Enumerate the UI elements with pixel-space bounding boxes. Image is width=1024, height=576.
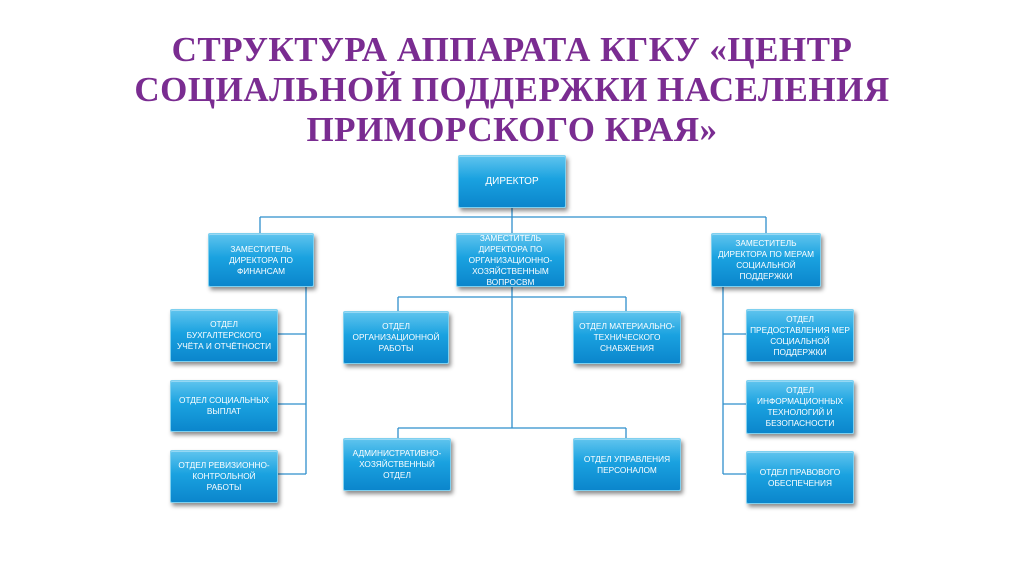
dept-legal-box: ОТДЕЛ ПРАВОВОГО ОБЕСПЕЧЕНИЯ: [746, 451, 854, 504]
deputy-social-box: ЗАМЕСТИТЕЛЬ ДИРЕКТОРА ПО МЕРАМ СОЦИАЛЬНО…: [711, 233, 821, 287]
dept-audit-box: ОТДЕЛ РЕВИЗИОННО-КОНТРОЛЬНОЙ РАБОТЫ: [170, 450, 278, 503]
title-line-2: СОЦИАЛЬНОЙ ПОДДЕРЖКИ НАСЕЛЕНИЯ: [134, 70, 890, 109]
page-title: СТРУКТУРА АППАРАТА КГКУ «ЦЕНТР СОЦИАЛЬНО…: [0, 30, 1024, 150]
director-box: ДИРЕКТОР: [458, 155, 566, 208]
title-line-3: ПРИМОРСКОГО КРАЯ»: [306, 110, 718, 149]
dept-admin-household-box: АДМИНИСТРАТИВНО-ХОЗЯЙСТВЕННЫЙ ОТДЕЛ: [343, 438, 451, 491]
deputy-finance-box: ЗАМЕСТИТЕЛЬ ДИРЕКТОРА ПО ФИНАНСАМ: [208, 233, 314, 287]
dept-it-security-box: ОТДЕЛ ИНФОРМАЦИОННЫХ ТЕХНОЛОГИЙ И БЕЗОПА…: [746, 380, 854, 434]
dept-supply-box: ОТДЕЛ МАТЕРИАЛЬНО-ТЕХНИЧЕСКОГО СНАБЖЕНИЯ: [573, 311, 681, 364]
deputy-admin-box: ЗАМЕСТИТЕЛЬ ДИРЕКТОРА ПО ОРГАНИЗАЦИОННО-…: [456, 233, 565, 287]
dept-personnel-box: ОТДЕЛ УПРАВЛЕНИЯ ПЕРСОНАЛОМ: [573, 438, 681, 491]
dept-organizational-box: ОТДЕЛ ОРГАНИЗАЦИОННОЙ РАБОТЫ: [343, 311, 449, 364]
title-line-1: СТРУКТУРА АППАРАТА КГКУ «ЦЕНТР: [171, 30, 853, 69]
connector-group: [259, 208, 767, 475]
dept-social-support-box: ОТДЕЛ ПРЕДОСТАВЛЕНИЯ МЕР СОЦИАЛЬНОЙ ПОДД…: [746, 309, 854, 362]
dept-social-payments-box: ОТДЕЛ СОЦИАЛЬНЫХ ВЫПЛАТ: [170, 380, 278, 432]
dept-accounting-box: ОТДЕЛ БУХГАЛТЕРСКОГО УЧЁТА И ОТЧЁТНОСТИ: [170, 309, 278, 362]
